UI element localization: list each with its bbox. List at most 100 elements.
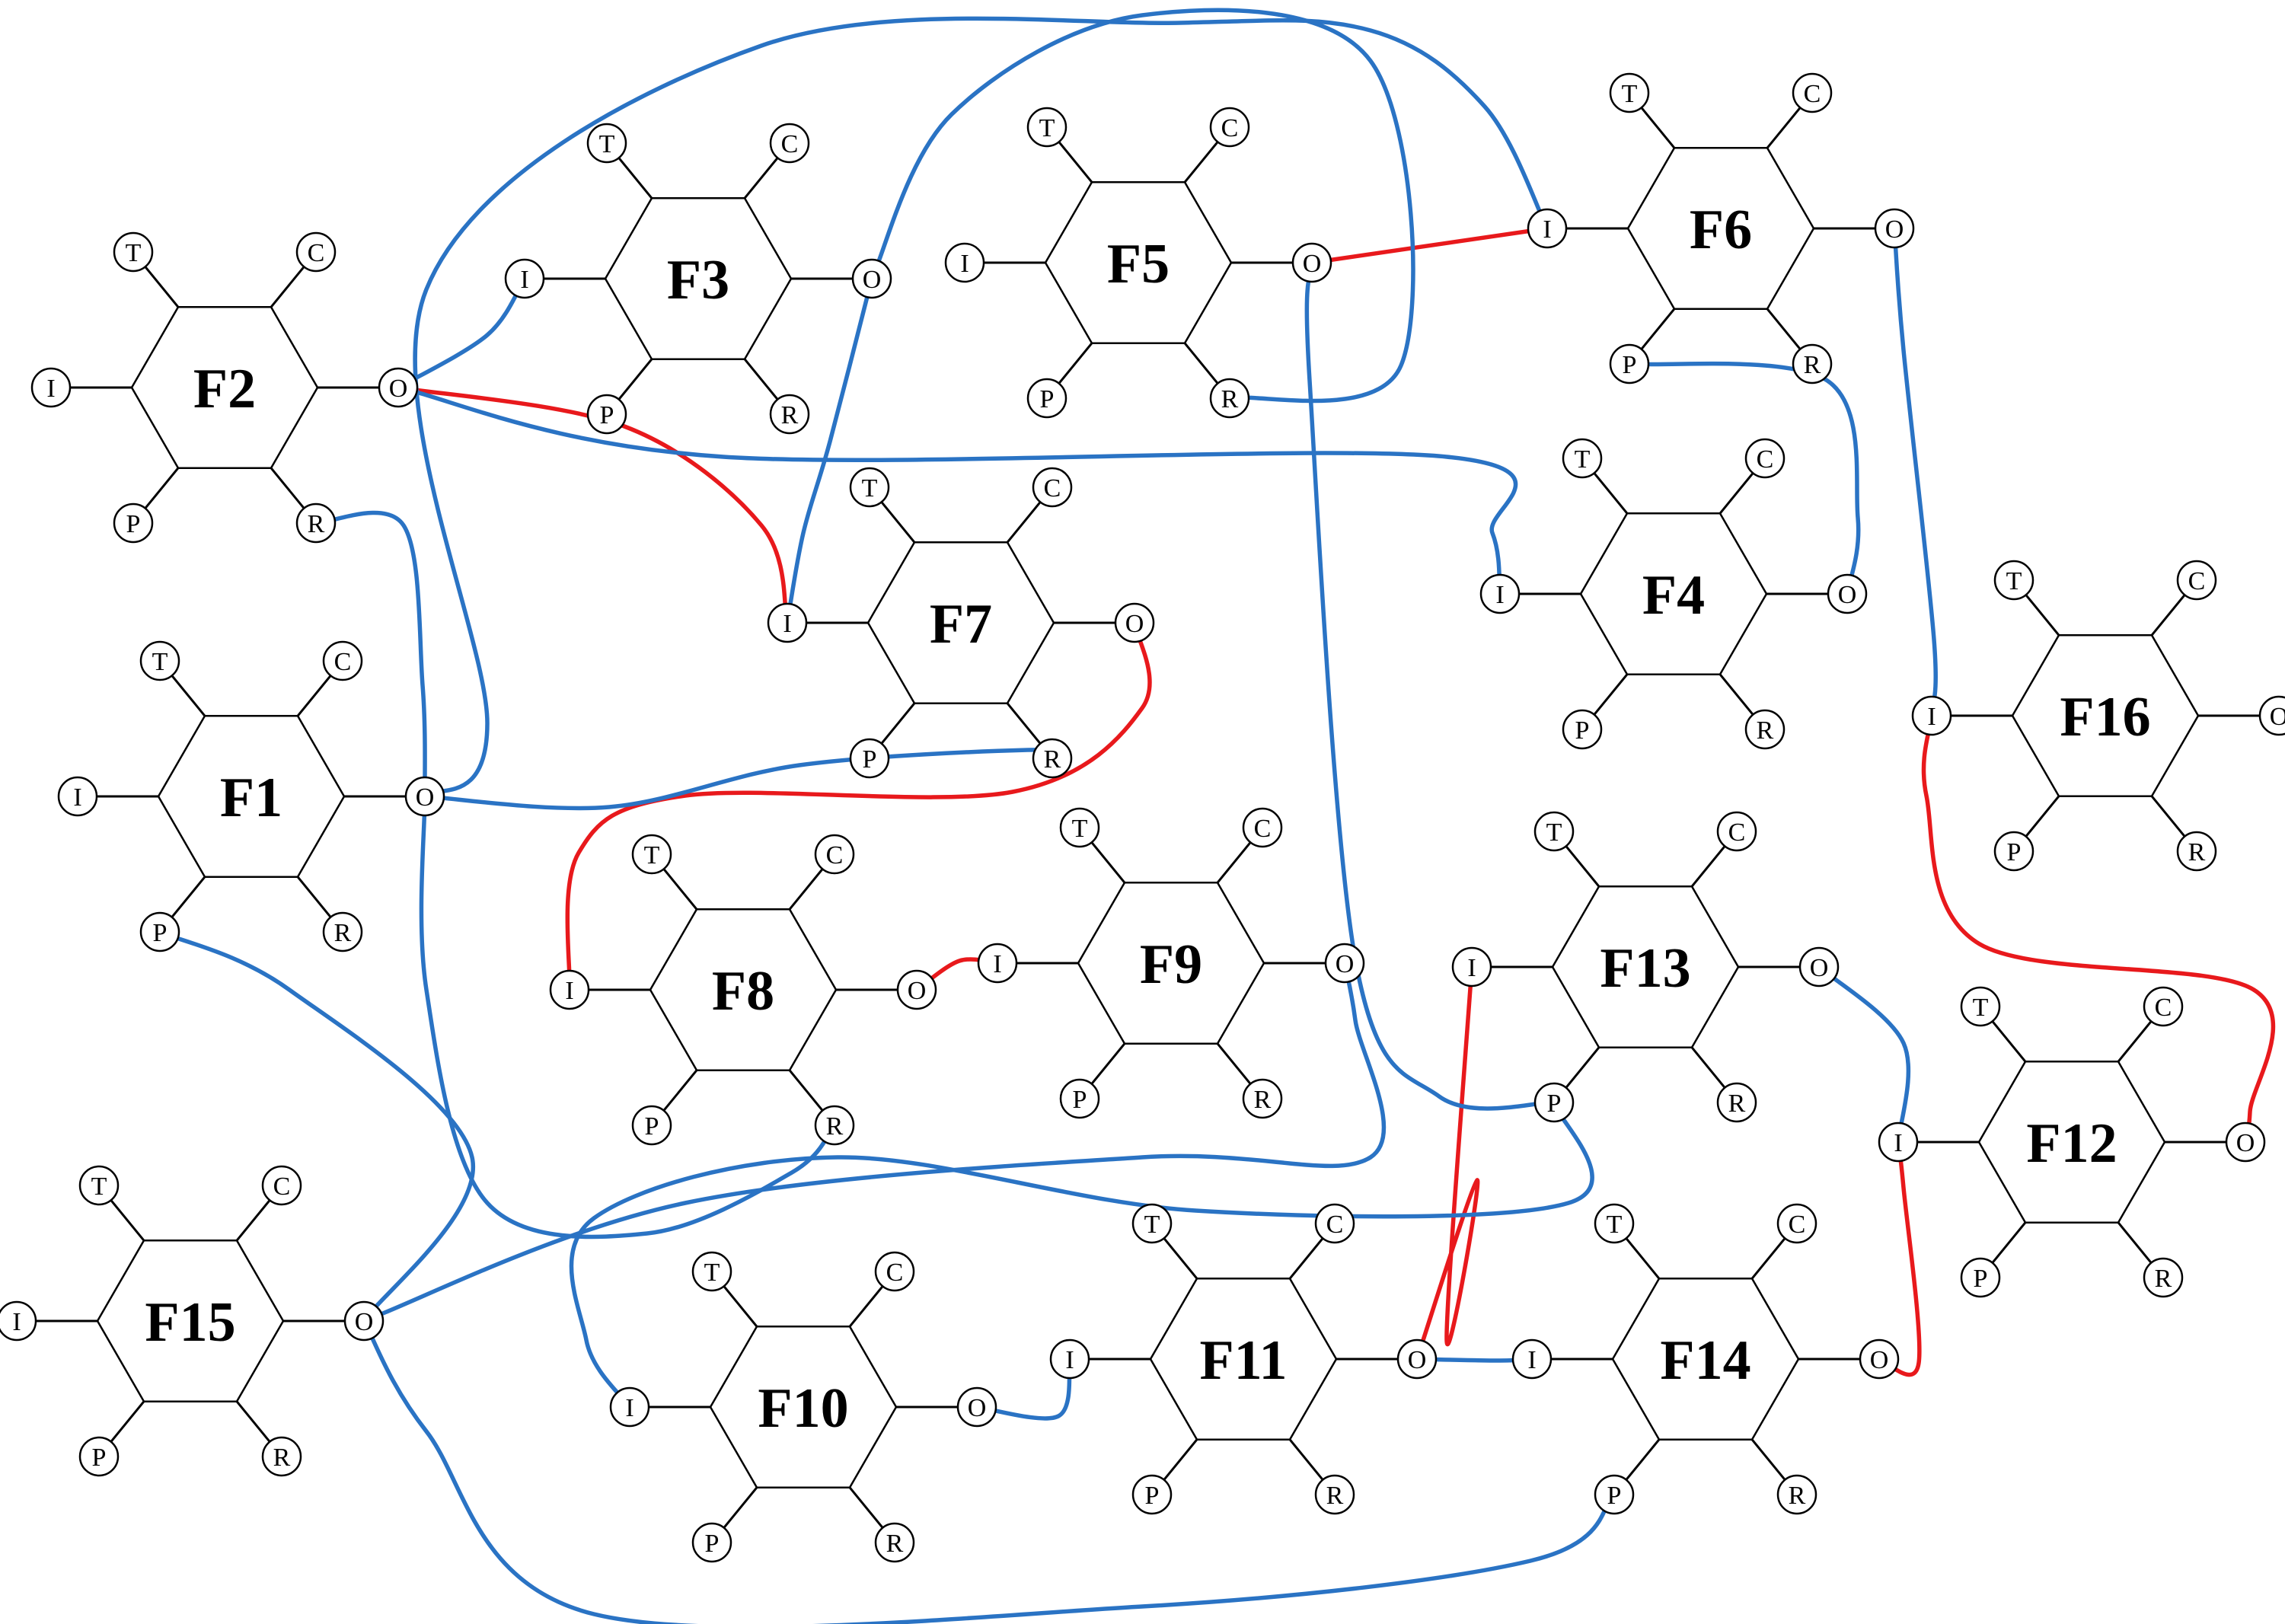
port-letter: C xyxy=(1326,1211,1344,1239)
port-f10-r: R xyxy=(874,1522,915,1563)
port-circle xyxy=(896,969,937,1010)
port-circle xyxy=(1993,560,2034,601)
port-letter: I xyxy=(1467,954,1476,982)
edge-f13-o-to-f12-i xyxy=(1817,965,1911,1144)
port-circle xyxy=(78,1165,120,1206)
port-circle xyxy=(139,911,180,952)
port-f12-p: P xyxy=(1960,1257,2001,1298)
edge-f1-o-to-f6-i xyxy=(413,16,1549,799)
port-letter: P xyxy=(600,401,614,429)
port-letter: C xyxy=(826,841,844,869)
port-letter: I xyxy=(1495,581,1504,609)
node-label: F9 xyxy=(1140,933,1202,996)
port-letter: R xyxy=(2155,1265,2172,1293)
port-f15-i: I xyxy=(0,1300,37,1342)
port-letter: I xyxy=(783,610,791,638)
port-circle xyxy=(631,1105,672,1146)
port-letter: P xyxy=(1547,1090,1562,1118)
port-letter: I xyxy=(12,1308,21,1336)
port-f9-r: R xyxy=(1242,1078,1283,1119)
port-letter: T xyxy=(152,648,168,676)
port-circle xyxy=(1960,1257,2001,1298)
port-circle xyxy=(1511,1338,1553,1380)
port-circle xyxy=(609,1386,650,1428)
port-letter: C xyxy=(1254,815,1272,843)
port-letter: I xyxy=(1927,703,1936,731)
port-f11-t: T xyxy=(1131,1203,1173,1244)
port-stub xyxy=(723,1285,758,1328)
port-f11-c: C xyxy=(1314,1203,1355,1244)
port-circle xyxy=(814,1105,855,1146)
port-f14-c: C xyxy=(1776,1203,1817,1244)
port-stub xyxy=(1183,141,1219,183)
port-stub xyxy=(1058,141,1093,183)
port-letter: T xyxy=(1622,80,1638,108)
port-circle xyxy=(851,258,892,299)
port-letter: R xyxy=(1757,716,1774,745)
port-stub xyxy=(2150,594,2186,637)
port-letter: P xyxy=(1623,351,1637,379)
port-letter: O xyxy=(1810,954,1829,982)
node-label: F2 xyxy=(193,358,256,420)
port-f7-c: C xyxy=(1032,467,1073,508)
port-f5-p: P xyxy=(1026,378,1068,419)
port-f3-c: C xyxy=(769,123,810,164)
port-circle xyxy=(1026,107,1068,148)
port-stub xyxy=(1625,1237,1661,1280)
port-letter: T xyxy=(644,841,660,869)
port-stub xyxy=(1216,841,1252,884)
port-circle xyxy=(1032,738,1073,779)
port-stub xyxy=(1719,673,1754,716)
port-stub xyxy=(788,1069,824,1112)
port-stub xyxy=(2025,594,2060,637)
port-circle xyxy=(1744,709,1786,750)
edge-f14-o-to-f12-i xyxy=(1877,1140,1922,1377)
port-f7-p: P xyxy=(849,738,890,779)
port-f2-p: P xyxy=(113,503,154,544)
port-circle xyxy=(769,394,810,435)
port-circle xyxy=(2258,695,2285,736)
node-label: F5 xyxy=(1107,233,1170,295)
port-letter: C xyxy=(2188,567,2206,595)
port-circle xyxy=(504,258,545,299)
port-letter: C xyxy=(273,1173,291,1201)
port-f2-i: I xyxy=(30,367,72,408)
port-f9-t: T xyxy=(1059,807,1100,848)
port-circle xyxy=(1716,1082,1757,1123)
port-letter: R xyxy=(1044,745,1061,774)
port-circle xyxy=(1859,1338,1900,1380)
port-circle xyxy=(2176,560,2217,601)
port-stub xyxy=(618,358,653,400)
port-circle xyxy=(1324,943,1365,984)
port-circle xyxy=(1059,807,1100,848)
port-circle xyxy=(322,640,363,681)
port-stub xyxy=(1690,1046,1726,1089)
port-circle xyxy=(586,394,627,435)
port-circle xyxy=(2143,986,2184,1027)
port-circle xyxy=(1242,1078,1283,1119)
port-f14-p: P xyxy=(1594,1474,1635,1515)
edge-f2-r-to-f1-o xyxy=(314,510,427,799)
port-circle xyxy=(139,640,180,681)
port-letter: O xyxy=(908,977,927,1005)
port-f11-r: R xyxy=(1314,1474,1355,1515)
port-stub xyxy=(144,266,180,308)
port-circle xyxy=(849,738,890,779)
port-f12-c: C xyxy=(2143,986,2184,1027)
node-label: F15 xyxy=(145,1291,235,1354)
port-circle xyxy=(977,943,1018,984)
port-circle xyxy=(1911,695,1952,736)
port-f2-r: R xyxy=(295,503,337,544)
port-circle xyxy=(1242,807,1283,848)
node-label: F12 xyxy=(2026,1112,2117,1175)
port-letter: C xyxy=(1789,1211,1806,1239)
port-letter: C xyxy=(1804,80,1821,108)
port-circle xyxy=(1049,1338,1090,1380)
port-letter: R xyxy=(1728,1090,1746,1118)
edge-f6-o-to-f16-i xyxy=(1892,226,1938,718)
port-f12-i: I xyxy=(1878,1121,1919,1163)
